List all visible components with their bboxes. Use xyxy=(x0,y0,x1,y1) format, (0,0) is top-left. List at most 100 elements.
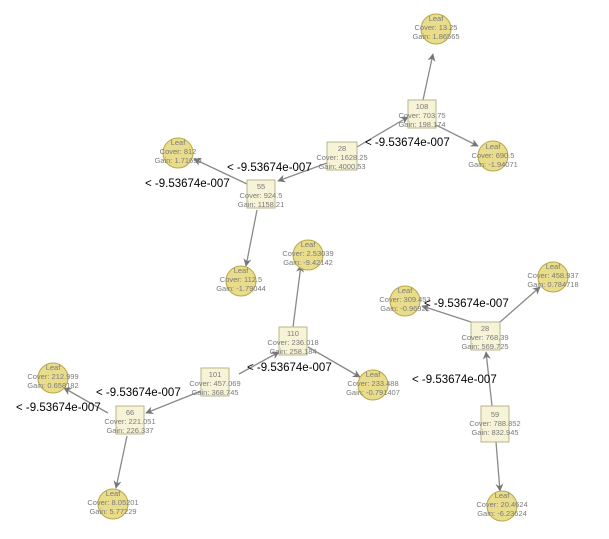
split-node[interactable]: 108 Cover: 703.75 Gain: 198.174 xyxy=(398,99,446,129)
leaf-node[interactable]: Leaf Cover: 458.937 Gain: 0.784718 xyxy=(527,261,579,293)
node-line: Leaf xyxy=(546,262,562,271)
leaf-node[interactable]: Leaf Cover: 212.999 Gain: 0.658182 xyxy=(27,362,79,394)
edge-108-leafB xyxy=(435,124,479,147)
node-line: Gain: -0.96921 xyxy=(380,304,430,313)
node-line: Cover: 20.4624 xyxy=(476,500,527,509)
node-line: Leaf xyxy=(495,491,511,500)
node-line: Gain: -6.23624 xyxy=(477,509,527,518)
node-line: Gain: 5.77229 xyxy=(89,507,136,516)
node-line: 66 xyxy=(126,408,134,417)
node-line: 108 xyxy=(416,102,429,111)
edge-59-leafK xyxy=(495,441,504,492)
node-line: Cover: 212.999 xyxy=(27,372,78,381)
node-line: 59 xyxy=(491,410,499,419)
split-box xyxy=(246,179,276,209)
edge-28b-leafI xyxy=(421,304,472,323)
node-line: Cover: 458.937 xyxy=(527,271,578,280)
node-line: Cover: 768.39 xyxy=(461,333,508,342)
node-line: Gain: 198.174 xyxy=(398,120,445,129)
leaf-node[interactable]: Leaf Cover: 20.4624 Gain: -6.23624 xyxy=(476,490,528,522)
edge-101-110 xyxy=(238,351,280,375)
split-node[interactable]: 66 Cover: 221.051 Gain: 226.337 xyxy=(104,405,156,435)
node-line: Cover: 457.069 xyxy=(189,379,240,388)
leaf-circle xyxy=(292,239,324,271)
leaf-circle xyxy=(37,362,69,394)
edge-label: < -9.53674e-007 xyxy=(365,137,450,149)
edge-59-28b xyxy=(482,351,493,407)
split-box xyxy=(470,321,501,351)
node-line: Leaf xyxy=(301,240,317,249)
node-line: Gain: 832.945 xyxy=(471,428,518,437)
node-line: Leaf xyxy=(398,286,414,295)
node-line: Gain: -0.791407 xyxy=(346,388,400,397)
node-line: Leaf xyxy=(486,142,502,151)
leaf-node[interactable]: Leaf Cover: 309.453 Gain: -0.96921 xyxy=(379,285,431,317)
node-line: Gain: 4000.53 xyxy=(318,162,365,171)
leaf-node[interactable]: Leaf Cover: 2.53039 Gain: -9.42142 xyxy=(282,239,334,271)
edge-55-leafD xyxy=(243,209,258,267)
split-box xyxy=(200,367,230,397)
edge-label: < -9.53674e-007 xyxy=(412,374,497,386)
leaf-node[interactable]: Leaf Cover: 690.5 Gain: -1.94071 xyxy=(468,140,518,172)
leaf-node[interactable]: Leaf Cover: 812 Gain: 1.71695 xyxy=(154,137,202,169)
node-line: Leaf xyxy=(234,266,250,275)
node-line: Cover: 8.05201 xyxy=(87,498,138,507)
leaf-circle xyxy=(225,265,257,297)
edge-28b-leafJ xyxy=(499,286,541,323)
node-line: Cover: 221.051 xyxy=(104,417,155,426)
split-node[interactable]: 28 Cover: 1628.25 Gain: 4000.53 xyxy=(316,141,368,171)
leaf-circle xyxy=(162,137,194,169)
node-line: 28 xyxy=(481,324,489,333)
node-line: Gain: 1158.21 xyxy=(238,200,285,209)
node-line: Cover: 788.852 xyxy=(469,419,520,428)
split-node[interactable]: 59 Cover: 788.852 Gain: 832.945 xyxy=(469,405,521,443)
split-box xyxy=(326,141,358,171)
node-line: Cover: 690.5 xyxy=(472,151,515,160)
edge-55-leafC xyxy=(193,158,248,185)
split-node[interactable]: 28 Cover: 768.39 Gain: 569.725 xyxy=(461,321,509,351)
leaf-circle xyxy=(97,488,129,520)
leaf-circle xyxy=(420,13,452,45)
node-line: Leaf xyxy=(429,14,445,23)
node-line: Gain: 1.86565 xyxy=(412,32,459,41)
node-line: Cover: 112.5 xyxy=(220,275,262,284)
edge-66-leafH xyxy=(113,435,128,489)
split-node[interactable]: 110 Cover: 236.018 Gain: 258.184 xyxy=(267,326,319,356)
split-node[interactable]: 101 Cover: 457.069 Gain: 368.745 xyxy=(189,367,241,397)
node-line: Cover: 13.25 xyxy=(415,23,458,32)
edge-28-108 xyxy=(356,116,409,148)
node-line: Cover: 924.5 xyxy=(240,191,283,200)
node-line: Gain: 1.71695 xyxy=(154,156,201,165)
edge-labels-layer: < -9.53674e-007 < -9.53674e-007 < -9.536… xyxy=(16,137,509,414)
leaf-node[interactable]: Leaf Cover: 8.05201 Gain: 5.77229 xyxy=(87,488,139,520)
edge-label: < -9.53674e-007 xyxy=(145,178,230,190)
node-line: Cover: 2.53039 xyxy=(282,249,333,258)
node-line: Gain: 226.337 xyxy=(106,426,153,435)
leaf-node[interactable]: Leaf Cover: 13.25 Gain: 1.86565 xyxy=(412,13,460,45)
leaf-node[interactable]: Leaf Cover: 112.5 Gain: -1.79044 xyxy=(216,265,266,297)
edge-label: < -9.53674e-007 xyxy=(247,362,332,374)
node-line: 28 xyxy=(338,144,346,153)
edge-110-leafE xyxy=(292,264,305,328)
node-line: Gain: 0.658182 xyxy=(27,381,78,390)
node-line: Cover: 812 xyxy=(160,147,197,156)
leaf-circle xyxy=(477,140,509,172)
split-box xyxy=(115,405,145,435)
node-line: Gain: 258.184 xyxy=(269,347,316,356)
node-line: Leaf xyxy=(46,363,62,372)
node-line: Cover: 236.018 xyxy=(267,338,318,347)
split-node[interactable]: 55 Cover: 924.5 Gain: 1158.21 xyxy=(238,179,285,209)
edge-28-55 xyxy=(277,162,328,183)
edge-110-leafF xyxy=(307,346,361,378)
edges-layer xyxy=(63,53,541,492)
edge-label: < -9.53674e-007 xyxy=(16,402,101,414)
edge-label: < -9.53674e-007 xyxy=(424,298,509,310)
leaf-node[interactable]: Leaf Cover: 233.488 Gain: -0.791407 xyxy=(346,369,400,401)
node-line: Gain: -1.79044 xyxy=(216,284,266,293)
edge-66-leafG xyxy=(63,387,109,414)
node-line: Leaf xyxy=(106,489,122,498)
node-line: Cover: 703.75 xyxy=(398,111,445,120)
node-line: Cover: 233.488 xyxy=(347,379,398,388)
node-line: 55 xyxy=(257,182,265,191)
